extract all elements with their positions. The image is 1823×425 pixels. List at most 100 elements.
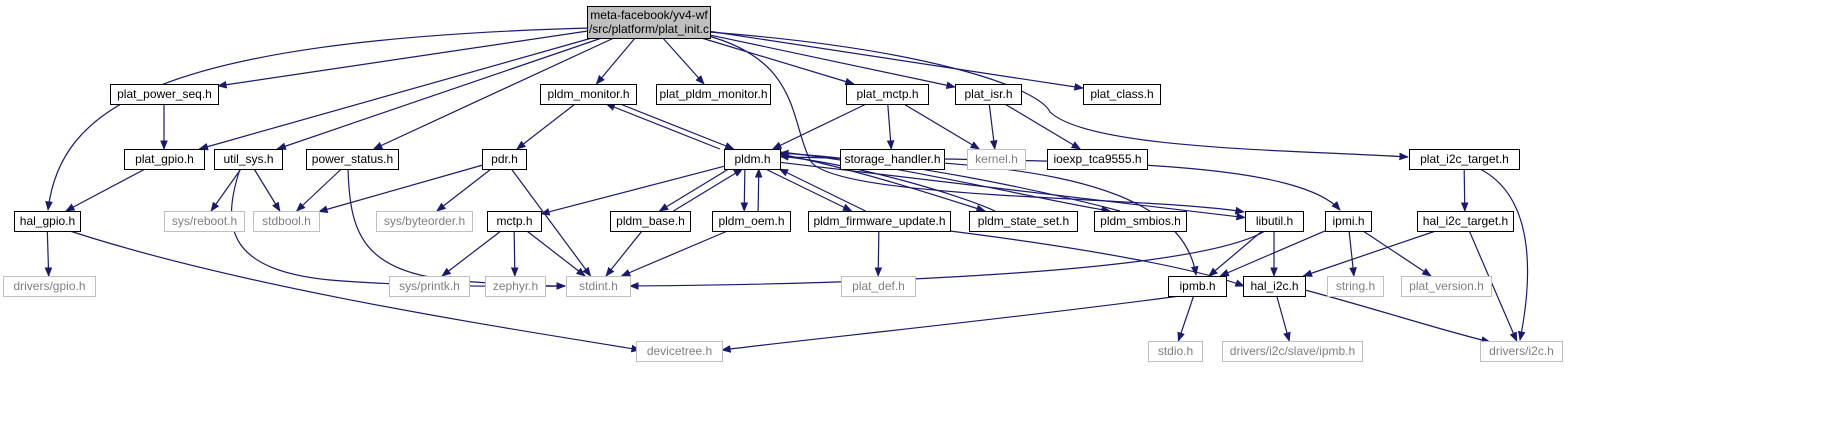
edge-plat-mctp-to-kernel [903,103,981,150]
dependency-edge [658,168,729,212]
node-label: plat_pldm_monitor.h [659,87,767,101]
node-box [969,211,1078,232]
dependency-edge [779,153,996,212]
node-box [164,211,245,232]
edge-plat-mctp-to-storage-handler [886,103,895,150]
dependency-edge [1219,230,1326,277]
dependency-edge [1276,295,1291,342]
dependency-edge [709,30,1084,91]
edge-pldm-state-set-to-pldm [779,153,996,212]
dependency-edge [605,230,643,277]
node-box [389,276,470,297]
node-box [967,149,1026,170]
node-box [1083,84,1161,105]
node-ioexp-tca9555[interactable]: ioexp_tca9555.h [1047,149,1148,170]
node-box [1417,211,1514,232]
node-box [1047,149,1148,170]
node-ipmb[interactable]: ipmb.h [1168,276,1227,297]
node-pdr[interactable]: pdr.h [482,149,527,170]
node-ipmi[interactable]: ipmi.h [1325,211,1372,232]
dependency-edge [595,37,636,85]
node-label: plat_gpio.h [135,152,194,166]
node-libutil[interactable]: libutil.h [1245,211,1304,232]
node-util-sys[interactable]: util_sys.h [214,149,283,170]
node-box [1327,276,1384,297]
edge-libutil-to-stdint [629,230,1266,290]
node-plat-class[interactable]: plat_class.h [1083,84,1161,105]
edge-hal-gpio-to-devicetree [69,230,641,353]
node-power-status[interactable]: power_status.h [306,149,399,170]
node-hal-gpio[interactable]: hal_gpio.h [14,211,81,232]
edge-pdr-to-stdint [510,168,592,277]
node-pldm-monitor[interactable]: pldm_monitor.h [540,84,637,105]
dependency-edge [318,164,483,213]
node-label: stdio.h [1158,344,1193,358]
node-box [566,276,631,297]
node-pldm-firmware-update[interactable]: pldm_firmware_update.h [808,211,951,232]
node-label: ipmb.h [1179,279,1215,293]
node-plat-mctp[interactable]: plat_mctp.h [846,84,929,105]
dependency-edge [779,149,1121,212]
dependency-edge [874,230,883,277]
node-box [808,211,951,232]
node-storage-handler[interactable]: storage_handler.h [840,149,945,170]
edge-ipmi-to-plat-version [1362,230,1432,277]
node-drivers-i2c-slave-ipmb: drivers/i2c/slave/ipmb.h [1222,341,1363,362]
node-label: libutil.h [1256,214,1293,228]
node-box [376,211,473,232]
node-box [846,84,929,105]
node-mctp[interactable]: mctp.h [487,211,542,232]
node-label: zephyr.h [493,279,538,293]
dependency-edge [1302,230,1436,277]
node-pldm[interactable]: pldm.h [724,149,781,170]
edge-power-status-to-stdbool [295,168,342,212]
dependency-edge [1479,168,1529,341]
node-plat-isr[interactable]: plat_isr.h [955,84,1022,105]
node-plat-pldm-monitor[interactable]: plat_pldm_monitor.h [656,84,771,105]
dependency-edge [65,168,146,212]
edge-libutil-to-ipmb [1208,230,1263,277]
node-hal-i2c[interactable]: hal_i2c.h [1243,276,1306,297]
node-label: sys/printk.h [399,279,460,293]
dependency-edge [605,103,721,150]
dependency-edge [673,168,744,212]
node-hal-i2c-target[interactable]: hal_i2c_target.h [1417,211,1514,232]
node-pldm-base[interactable]: pldm_base.h [610,211,691,232]
node-box [540,84,637,105]
dependency-edge [217,30,588,89]
node-box [1168,276,1227,297]
edge-hal-i2c-target-to-hal-i2c [1302,230,1436,277]
node-zephyr: zephyr.h [485,276,546,297]
node-pldm-oem[interactable]: pldm_oem.h [712,211,791,232]
node-box [610,211,691,232]
node-sys-printk: sys/printk.h [389,276,470,297]
node-label: ioexp_tca9555.h [1053,152,1141,166]
node-pldm-state-set[interactable]: pldm_state_set.h [969,211,1078,232]
node-box [636,341,723,362]
node-box [1245,211,1304,232]
node-box [487,211,542,232]
node-box [656,84,771,105]
edge-pldm-firmware-update-to-pldm [778,168,866,212]
node-label: plat_i2c_target.h [1420,152,1509,166]
node-plat-gpio[interactable]: plat_gpio.h [124,149,205,170]
edge-pldm-to-pldm-base [658,168,729,212]
dependency-edge [436,168,492,212]
dependency-edge [253,168,281,212]
node-box [724,149,781,170]
node-label: mctp.h [496,214,532,228]
node-pldm-smbios[interactable]: pldm_smbios.h [1094,211,1187,232]
dependency-edge [540,165,725,216]
dependency-edge [1004,103,1082,150]
node-box [3,276,96,297]
node-plat-i2c-target[interactable]: plat_i2c_target.h [1409,149,1520,170]
dependency-edge [276,37,602,150]
node-root[interactable]: meta-facebook/yv4-wf/src/platform/plat_i… [587,6,711,39]
dependency-edge [988,103,998,150]
dependency-edge [629,230,1266,290]
dependency-edge [771,103,867,150]
node-plat-power-seq[interactable]: plat_power_seq.h [110,84,219,105]
node-string: string.h [1327,276,1384,297]
node-label: pldm_smbios.h [1100,214,1181,228]
dependency-edge [740,168,749,212]
